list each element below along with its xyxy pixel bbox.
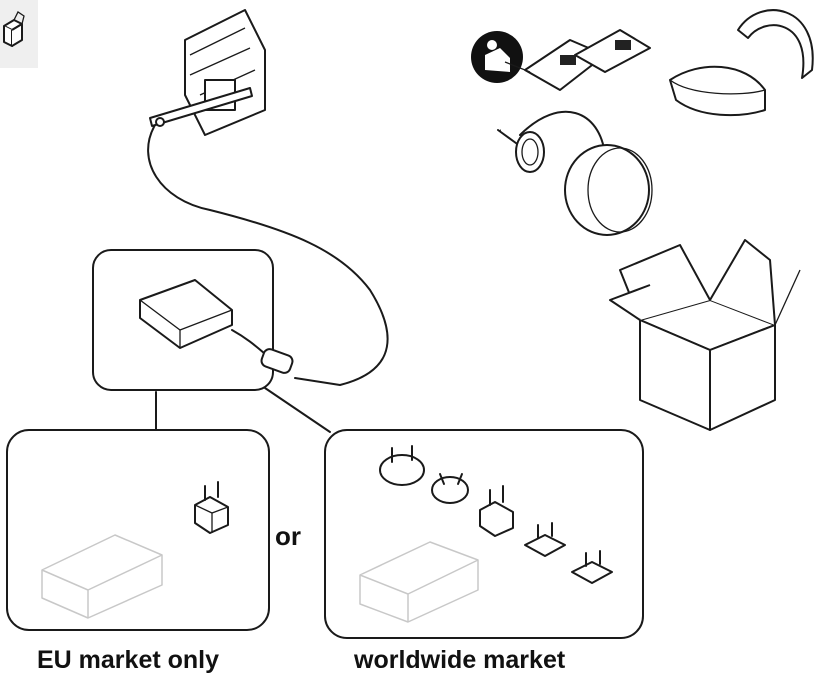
worldwide-market-label: worldwide market bbox=[354, 646, 566, 674]
eu-market-label: EU market only bbox=[37, 646, 220, 674]
open-box-icon bbox=[609, 239, 801, 431]
cover-halves bbox=[669, 9, 814, 117]
documents bbox=[504, 29, 651, 91]
worldwide-market-panel bbox=[324, 429, 644, 639]
sensor-disc bbox=[515, 110, 606, 173]
eu-plug-adapter-ww bbox=[479, 485, 514, 537]
eu-market-panel bbox=[6, 429, 270, 631]
flexible-arm bbox=[147, 32, 521, 386]
wall-mount bbox=[149, 9, 266, 136]
us-plug-adapter bbox=[524, 522, 566, 557]
eu-plug-adapter bbox=[194, 481, 229, 534]
uk-plug-adapter bbox=[379, 445, 425, 486]
read-manual-icon bbox=[471, 31, 523, 83]
au-plug-adapter bbox=[431, 473, 469, 504]
jp-plug-adapter bbox=[571, 550, 613, 584]
power-supply-callout bbox=[92, 249, 331, 433]
or-label: or bbox=[275, 521, 301, 551]
ring-cover bbox=[564, 144, 653, 236]
corner-tab bbox=[0, 0, 38, 68]
package-icon bbox=[3, 11, 25, 47]
